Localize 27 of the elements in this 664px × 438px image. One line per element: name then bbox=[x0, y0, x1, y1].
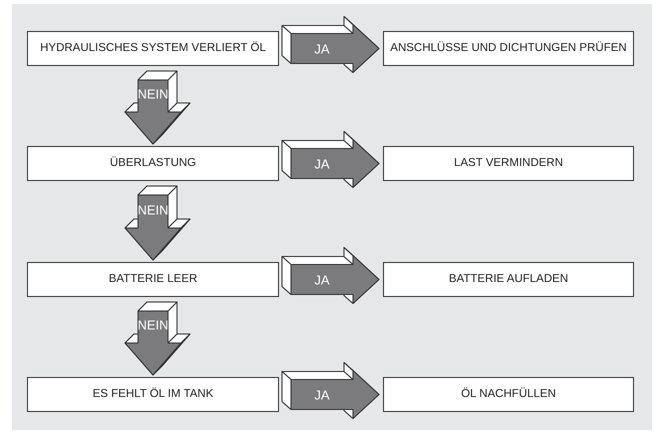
edge-label: JA bbox=[314, 42, 330, 55]
edge-label: NEIN bbox=[137, 318, 169, 332]
block-arrow bbox=[124, 186, 190, 260]
process-box bbox=[383, 31, 634, 66]
box-label: ES FEHLT ÖL IM TANK bbox=[92, 387, 214, 402]
block-arrow bbox=[282, 131, 380, 188]
block-arrow bbox=[282, 362, 380, 419]
box-label: ÜBERLASTUNG bbox=[110, 156, 196, 171]
block-arrow bbox=[124, 302, 190, 376]
process-box bbox=[27, 31, 279, 66]
block-arrow bbox=[282, 16, 380, 73]
box-label: BATTERIE AUFLADEN bbox=[448, 272, 568, 287]
process-box bbox=[383, 377, 634, 412]
box-label: ANSCHLÜSSE UND DICHTUNGEN PRÜFEN bbox=[390, 41, 627, 56]
block-arrow bbox=[124, 70, 190, 144]
box-label: HYDRAULISCHES SYSTEM VERLIERT ÖL bbox=[40, 41, 266, 56]
box-label: ÖL NACHFÜLLEN bbox=[461, 387, 556, 402]
edge-label: NEIN bbox=[137, 88, 169, 100]
edge-label: NEIN bbox=[137, 204, 169, 216]
process-box bbox=[383, 146, 634, 181]
edge-label: JA bbox=[314, 388, 330, 401]
edge-label: JA bbox=[314, 157, 330, 170]
block-arrow bbox=[282, 247, 380, 304]
process-box bbox=[383, 262, 634, 297]
edge-label: JA bbox=[314, 273, 330, 286]
box-label: LAST VERMINDERN bbox=[454, 156, 564, 171]
box-label: BATTERIE LEER bbox=[108, 272, 198, 287]
